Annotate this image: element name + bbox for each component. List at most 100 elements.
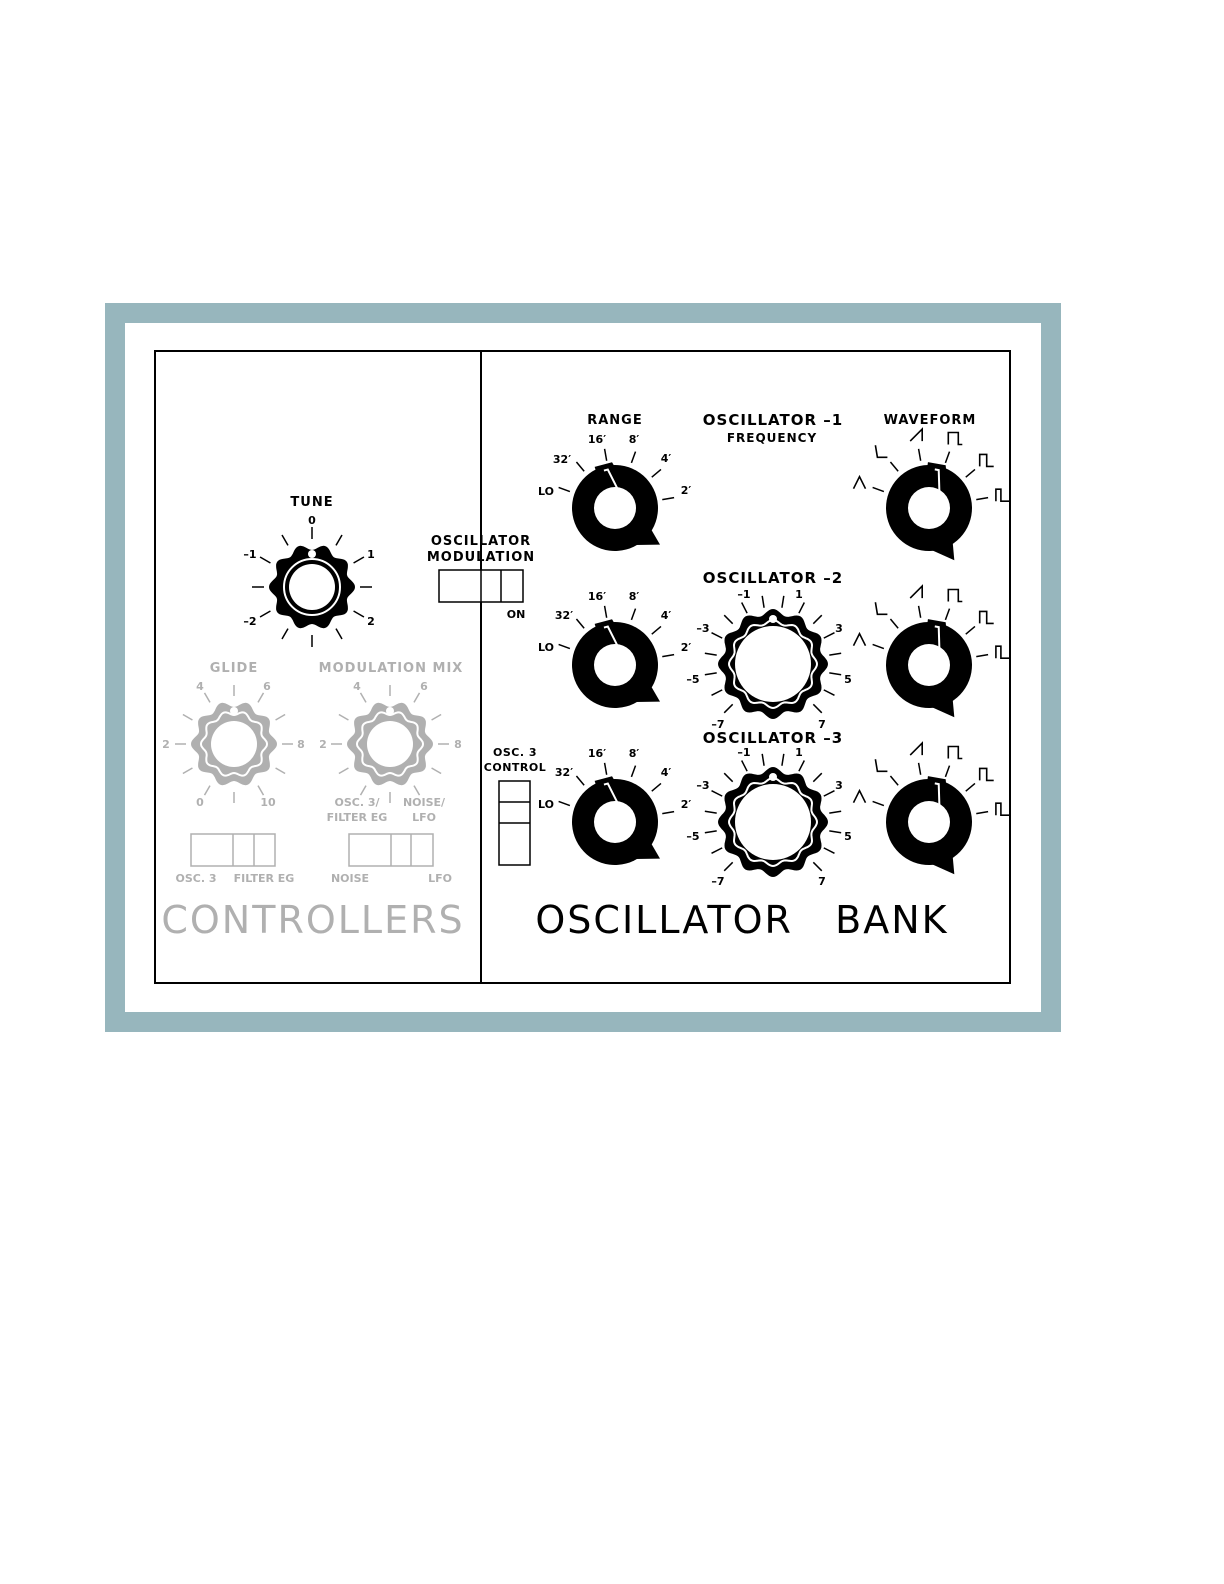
tune-label: TUNE xyxy=(290,495,333,510)
knob-ticks xyxy=(558,762,675,815)
svg-text:32′: 32′ xyxy=(555,766,573,779)
osc3-range-knob[interactable] xyxy=(558,762,675,879)
osc2-label: OSCILLATOR –2 xyxy=(703,569,843,587)
osc-mod-on-label: ON xyxy=(507,608,526,621)
osc-mod-switch[interactable] xyxy=(438,569,524,603)
osc2-range-knob[interactable] xyxy=(558,605,675,722)
svg-text:2′: 2′ xyxy=(681,484,692,497)
mod-mix-mark: 2 xyxy=(319,738,327,751)
mod-mix-mark: 4 xyxy=(353,680,361,693)
knob-ticks xyxy=(872,605,989,658)
mix-switch-right-label: LFO xyxy=(428,872,452,885)
svg-text:8′: 8′ xyxy=(629,433,640,446)
osc3-waveform-knob[interactable] xyxy=(852,741,1010,876)
osc1-range-knob[interactable] xyxy=(558,448,675,565)
svg-text:32′: 32′ xyxy=(555,609,573,622)
osc2-marks: –1 1 –3 3 –5 5 –7 7 xyxy=(686,588,851,731)
svg-text:–5: –5 xyxy=(686,673,699,686)
tune-mark: –1 xyxy=(243,548,256,561)
svg-text:8′: 8′ xyxy=(629,590,640,603)
svg-text:–1: –1 xyxy=(737,746,750,759)
osc3-control-switch[interactable] xyxy=(498,780,531,866)
mod-mix-mark: 6 xyxy=(420,680,428,693)
knob-ticks xyxy=(704,753,842,872)
waveform-label: WAVEFORM xyxy=(884,413,977,428)
glide-switch-left-label: OSC. 3 xyxy=(175,872,216,885)
controllers-title: CONTROLLERS xyxy=(161,898,464,942)
waveform-glyph-icons xyxy=(852,584,1010,660)
glide-mark: 2 xyxy=(162,738,170,751)
osc1-label: OSCILLATOR –1 xyxy=(703,411,843,429)
svg-text:4′: 4′ xyxy=(661,452,672,465)
svg-text:32′: 32′ xyxy=(553,453,571,466)
osc-mod-label: MODULATION xyxy=(427,550,535,565)
glide-switch-right-label: FILTER EG xyxy=(234,872,295,885)
knob-ticks xyxy=(872,762,989,815)
tune-mark: 0 xyxy=(308,514,316,527)
mod-mix-left-label: OSC. 3/ xyxy=(334,796,380,809)
knob-ticks xyxy=(558,448,675,501)
knob-ticks xyxy=(704,595,842,714)
tune-mark: 2 xyxy=(367,615,375,628)
knob-ticks xyxy=(252,527,372,647)
tune-knob[interactable] xyxy=(252,527,372,647)
range-label: RANGE xyxy=(587,413,643,428)
glide-mark: 10 xyxy=(260,796,276,809)
osc2-waveform-knob[interactable] xyxy=(852,584,1010,719)
svg-text:16′: 16′ xyxy=(588,590,606,603)
glide-label: GLIDE xyxy=(210,661,258,676)
svg-text:–7: –7 xyxy=(711,875,724,888)
knob-ticks xyxy=(558,605,675,658)
range-marks-row3: LO 32′ 16′ 8′ 4′ 2′ xyxy=(538,747,691,811)
svg-text:LO: LO xyxy=(538,798,554,811)
knob-ticks xyxy=(175,685,293,803)
svg-text:5: 5 xyxy=(844,673,852,686)
svg-text:–1: –1 xyxy=(737,588,750,601)
svg-text:1: 1 xyxy=(795,746,803,759)
mod-mix-right-label: LFO xyxy=(412,811,436,824)
osc3-control-label: OSC. 3 xyxy=(493,746,537,759)
mod-mix-mark: 8 xyxy=(454,738,462,751)
svg-text:2′: 2′ xyxy=(681,798,692,811)
svg-text:16′: 16′ xyxy=(588,747,606,760)
svg-text:LO: LO xyxy=(538,485,554,498)
glide-source-switch[interactable] xyxy=(190,833,276,867)
osc-mod-label: OSCILLATOR xyxy=(431,534,531,549)
svg-text:3: 3 xyxy=(835,779,843,792)
svg-text:1: 1 xyxy=(795,588,803,601)
mod-mix-knob[interactable] xyxy=(331,685,449,803)
knob-ticks xyxy=(331,685,449,803)
svg-text:8′: 8′ xyxy=(629,747,640,760)
glide-mark: 8 xyxy=(297,738,305,751)
svg-text:2′: 2′ xyxy=(681,641,692,654)
svg-text:4′: 4′ xyxy=(661,766,672,779)
glide-mark: 0 xyxy=(196,796,204,809)
svg-text:16′: 16′ xyxy=(588,433,606,446)
osc3-frequency-knob[interactable] xyxy=(704,753,842,877)
svg-text:3: 3 xyxy=(835,622,843,635)
svg-text:4′: 4′ xyxy=(661,609,672,622)
osc1-waveform-knob[interactable] xyxy=(852,427,1010,562)
mix-switch-left-label: NOISE xyxy=(331,872,369,885)
mix-source-switch[interactable] xyxy=(348,833,434,867)
panel-border xyxy=(154,350,1011,984)
glide-knob[interactable] xyxy=(175,685,293,803)
svg-text:5: 5 xyxy=(844,830,852,843)
tune-mark: –2 xyxy=(243,615,256,628)
svg-text:–7: –7 xyxy=(711,718,724,731)
svg-text:LO: LO xyxy=(538,641,554,654)
mod-mix-label: MODULATION MIX xyxy=(319,661,464,676)
oscillator-bank-title: OSCILLATOR BANK xyxy=(535,898,948,942)
mod-mix-right-label: NOISE/ xyxy=(403,796,446,809)
svg-text:7: 7 xyxy=(818,875,826,888)
waveform-glyph-icons xyxy=(852,427,1010,503)
osc3-control-label: CONTROL xyxy=(484,761,546,774)
waveform-glyph-icons xyxy=(852,741,1010,817)
osc3-marks: –1 1 –3 3 –5 5 –7 7 xyxy=(686,746,851,888)
osc2-frequency-knob[interactable] xyxy=(704,595,842,719)
glide-mark: 4 xyxy=(196,680,204,693)
osc1-sublabel: FREQUENCY xyxy=(727,431,817,445)
glide-mark: 6 xyxy=(263,680,271,693)
knob-ticks xyxy=(872,448,989,501)
